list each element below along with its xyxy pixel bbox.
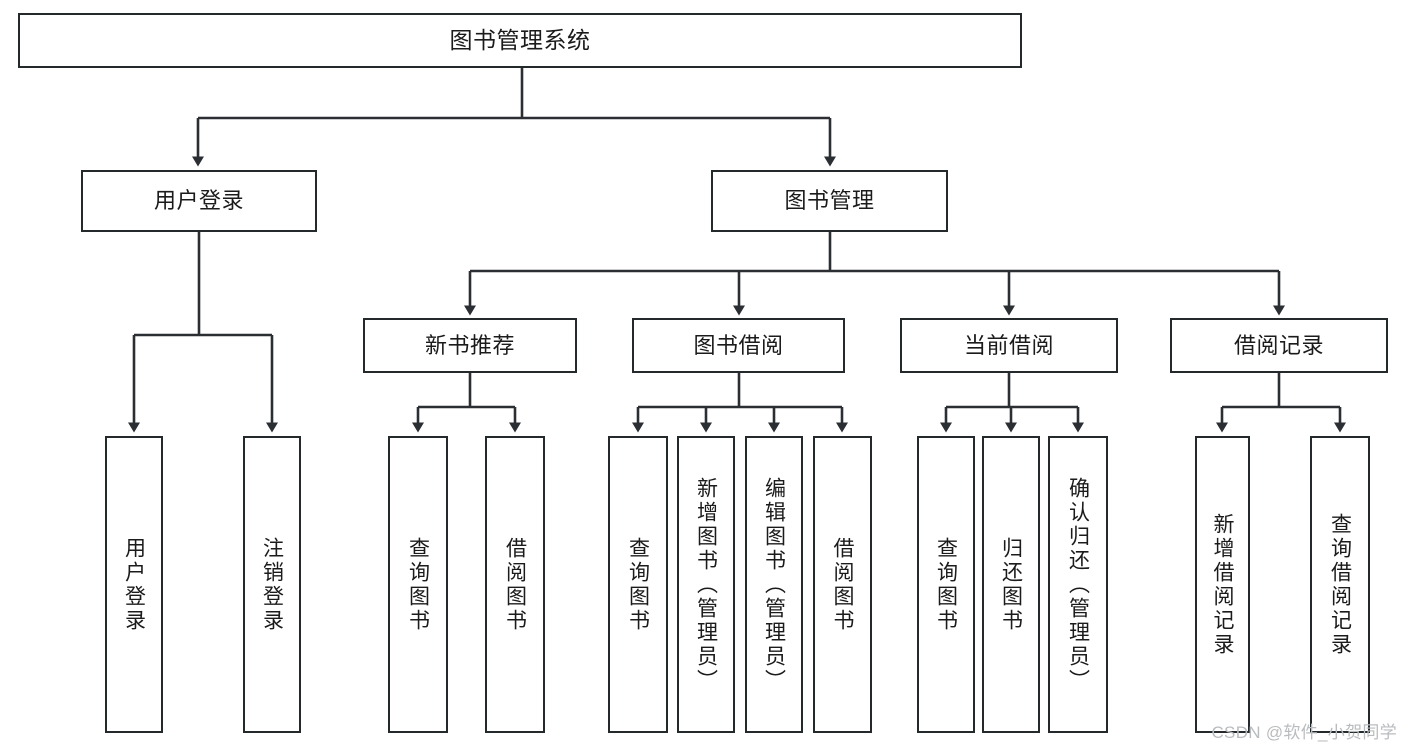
node-book-management-label: 图书管理 [784,188,875,214]
leaf-logout[interactable]: 注销登录 [243,436,301,733]
leaf-edit-book-admin-label: 编辑图书（管理员） [762,476,786,693]
leaf-add-borrow-record[interactable]: 新增借阅记录 [1195,436,1250,733]
leaf-query-book-current-label: 查询图书 [934,536,958,633]
leaf-query-book-rec[interactable]: 查询图书 [388,436,448,733]
leaf-query-borrow-record[interactable]: 查询借阅记录 [1310,436,1370,733]
leaf-borrow-book-rec-label: 借阅图书 [503,536,527,633]
leaf-query-borrow-record-label: 查询借阅记录 [1328,512,1352,657]
leaf-borrow-book[interactable]: 借阅图书 [813,436,872,733]
leaf-edit-book-admin[interactable]: 编辑图书（管理员） [745,436,803,733]
node-user-login[interactable]: 用户登录 [81,170,317,232]
leaf-return-book-label: 归还图书 [999,536,1023,633]
watermark-text: CSDN @软件_小贺同学 [1211,723,1397,742]
node-current-borrow[interactable]: 当前借阅 [900,318,1118,373]
leaf-user-login[interactable]: 用户登录 [105,436,163,733]
leaf-confirm-return-admin[interactable]: 确认归还（管理员） [1048,436,1108,733]
node-borrow-record-label: 借阅记录 [1233,332,1324,358]
leaf-add-book-admin-label: 新增图书（管理员） [694,476,718,693]
node-new-book-recommend[interactable]: 新书推荐 [363,318,577,373]
node-root-label: 图书管理系统 [449,26,591,53]
leaf-query-book-borrow-label: 查询图书 [626,536,650,633]
leaf-query-book-rec-label: 查询图书 [406,536,430,633]
leaf-query-book-current[interactable]: 查询图书 [917,436,975,733]
leaf-borrow-book-rec[interactable]: 借阅图书 [485,436,545,733]
leaf-return-book[interactable]: 归还图书 [982,436,1040,733]
leaf-user-login-label: 用户登录 [122,536,146,633]
node-new-book-recommend-label: 新书推荐 [424,332,515,358]
leaf-add-book-admin[interactable]: 新增图书（管理员） [677,436,735,733]
leaf-confirm-return-admin-label: 确认归还（管理员） [1066,476,1090,693]
leaf-add-borrow-record-label: 新增借阅记录 [1211,512,1234,657]
leaf-logout-label: 注销登录 [260,536,284,633]
node-borrow-record[interactable]: 借阅记录 [1170,318,1388,373]
node-user-login-label: 用户登录 [153,188,244,214]
node-root[interactable]: 图书管理系统 [18,13,1022,68]
node-book-management[interactable]: 图书管理 [711,170,948,232]
node-book-borrow-label: 图书借阅 [693,332,784,358]
node-current-borrow-label: 当前借阅 [963,332,1054,358]
leaf-borrow-book-label: 借阅图书 [831,536,854,633]
leaf-query-book-borrow[interactable]: 查询图书 [608,436,668,733]
node-book-borrow[interactable]: 图书借阅 [632,318,845,373]
